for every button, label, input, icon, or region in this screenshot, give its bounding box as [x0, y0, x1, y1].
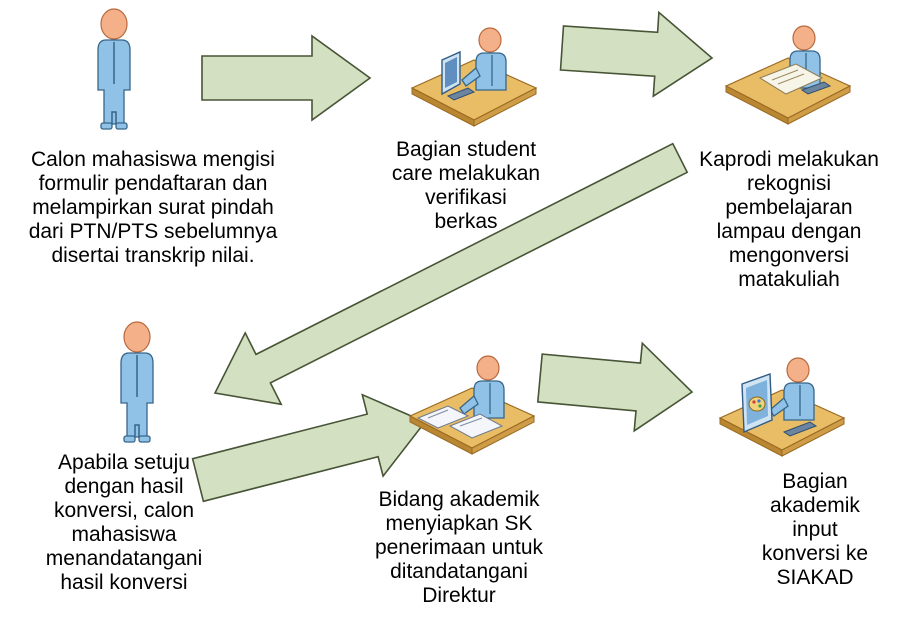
caption-line: mahasiswa [71, 523, 177, 546]
caption-line: mengonversi [728, 244, 850, 267]
caption-line: menyiapkan SK [385, 512, 533, 535]
caption-line: pembelajaran [725, 196, 853, 219]
caption-line: Calon mahasiswa mengisi [31, 148, 275, 171]
caption-line: matakuliah [738, 268, 840, 291]
arrow-kaprodi-to-setuju [213, 142, 689, 406]
caption-line: Bagian student [395, 138, 537, 161]
caption-line: Bagian [782, 470, 848, 493]
caption-line: berkas [434, 210, 498, 233]
caption-line: verifikasi [425, 186, 507, 209]
caption-line: dari PTN/PTS sebelumnya [28, 220, 278, 243]
caption-line: hasil konversi [60, 571, 188, 594]
arrow-setuju-to-bidang [191, 393, 427, 503]
caption-line: penerimaan untuk [374, 536, 544, 559]
caption-line: dengan hasil [64, 475, 184, 498]
caption-line: akademik [770, 494, 860, 517]
caption-line: konversi ke [761, 542, 869, 565]
arrow-to-student-care [201, 34, 372, 122]
caption-line: SIAKAD [776, 566, 854, 589]
caption-line: formulir pendaftaran dan [38, 172, 268, 195]
person-at-computer-desk-icon [411, 27, 537, 127]
step-bidang-akademik-caption: Bidang akademik menyiapkan SK penerimaan… [354, 488, 564, 608]
caption-line: Kaprodi melakukan [699, 148, 879, 171]
arrow-bidang-to-bagian [536, 341, 694, 433]
step-bagian-akademik-caption: Bagian akademik input konversi ke SIAKAD [740, 470, 890, 590]
arrow-to-kaprodi [559, 10, 714, 98]
caption-line: care melakukan [391, 162, 541, 185]
step-calon-caption: Calon mahasiswa mengisi formulir pendaft… [8, 148, 298, 268]
caption-line: disertai transkrip nilai. [51, 244, 255, 267]
step-setuju-caption: Apabila setuju dengan hasil konversi, ca… [14, 451, 234, 595]
caption-line: lampau dengan [716, 220, 862, 243]
person-writing-at-desk-icon [725, 25, 851, 125]
caption-line: rekognisi [746, 172, 832, 195]
step-kaprodi-caption: Kaprodi melakukan rekognisi pembelajaran… [684, 148, 894, 292]
caption-line: Direktur [422, 584, 496, 607]
standing-person-icon [97, 8, 131, 130]
caption-line: menandatangani [45, 547, 203, 570]
caption-line: input [792, 518, 838, 541]
person-with-documents-desk-icon [409, 355, 535, 455]
step-student-care-caption: Bagian student care melakukan verifikasi… [376, 138, 556, 234]
standing-person-icon [120, 321, 154, 443]
caption-line: ditandatangani [390, 560, 528, 583]
caption-line: Bidang akademik [378, 488, 540, 511]
caption-line: melampirkan surat pindah [32, 196, 274, 219]
caption-line: konversi, calon [53, 499, 195, 522]
person-at-design-computer-icon [719, 357, 845, 457]
caption-line: Apabila setuju [58, 451, 190, 474]
